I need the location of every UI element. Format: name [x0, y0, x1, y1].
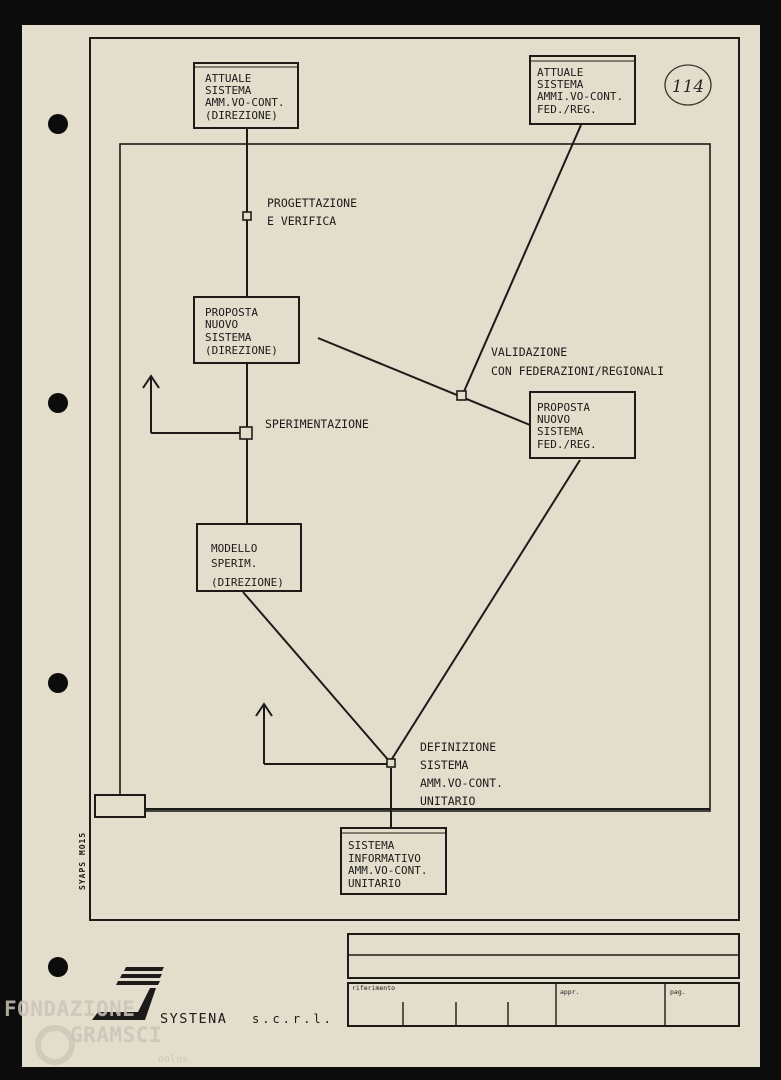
node-label: ATTUALE SISTEMA AMM.VO-CONT. (DIREZIONE): [205, 72, 291, 122]
process-label-sperimentazione: SPERIMENTAZIONE: [265, 417, 369, 431]
page-number: 114: [672, 77, 704, 97]
binder-holes: [48, 114, 68, 977]
node-attuale-direzione: [193, 62, 299, 129]
arrow-up-icon: [255, 702, 273, 717]
side-code: SYAPS MO15: [78, 832, 87, 890]
junction-marker: [239, 426, 253, 440]
watermark-line2: GRAMSCI: [70, 1023, 162, 1047]
connector-line: [389, 459, 581, 763]
process-label-validazione: VALIDAZIONE CON FEDERAZIONI/REGIONALI: [491, 345, 664, 378]
junction-marker: [242, 211, 252, 221]
binder-hole: [48, 957, 68, 977]
node-modello: [196, 523, 302, 592]
connector-line: [242, 591, 391, 763]
footer-label-riferimento: riferimento: [352, 984, 395, 992]
node-attuale-fed: [529, 55, 636, 125]
node-label: MODELLO SPERIM. (DIREZIONE): [211, 542, 284, 589]
node-sistema-informativo: [340, 827, 447, 895]
footer-form-bottom: [347, 982, 740, 1027]
process-label-definizione: DEFINIZIONE SISTEMA AMM.VO-CONT. UNITARI…: [420, 740, 510, 808]
company-suffix: s.c.r.l.: [252, 1012, 334, 1026]
watermark-line1: FONDAZIONE: [4, 997, 135, 1021]
node-label: PROPOSTA NUOVO SISTEMA (DIREZIONE): [205, 306, 278, 357]
systena-logo-icon: [92, 967, 164, 1020]
connector-line: [317, 337, 531, 426]
company-name: SYSTENA: [160, 1011, 227, 1027]
footer-form-top: [347, 933, 740, 979]
watermark-g-ring: [35, 1025, 75, 1065]
arrow-up-icon: [142, 374, 160, 389]
binder-hole: [48, 114, 68, 134]
outer-frame: [89, 37, 740, 921]
watermark-line3: onlus: [158, 1054, 188, 1065]
paper-sheet: [22, 25, 760, 1067]
junction-marker: [386, 758, 396, 768]
node-proposta-direzione: [193, 296, 300, 364]
process-label-progettazione: PROGETTAZIONE E VERIFICA: [267, 196, 364, 228]
binder-hole: [48, 393, 68, 413]
footer-label-appr: appr.: [560, 988, 580, 996]
watermark: FONDAZIONE GRAMSCI onlus: [4, 997, 188, 1065]
junction-marker: [456, 390, 467, 401]
node-proposta-fed: [529, 391, 636, 459]
binder-hole: [48, 673, 68, 693]
terminal-box: [94, 794, 146, 818]
page-number-stamp: 114: [664, 64, 712, 106]
connector-line: [461, 124, 582, 397]
inner-frame: [119, 143, 711, 812]
node-label: PROPOSTA NUOVO SISTEMA FED./REG.: [537, 401, 597, 451]
node-label: ATTUALE SISTEMA AMMI.VO-CONT. FED./REG.: [537, 66, 630, 116]
footer-label-pag: pag.: [670, 988, 686, 996]
node-label: SISTEMA INFORMATIVO AMM.VO-CONT. UNITARI…: [348, 839, 434, 890]
